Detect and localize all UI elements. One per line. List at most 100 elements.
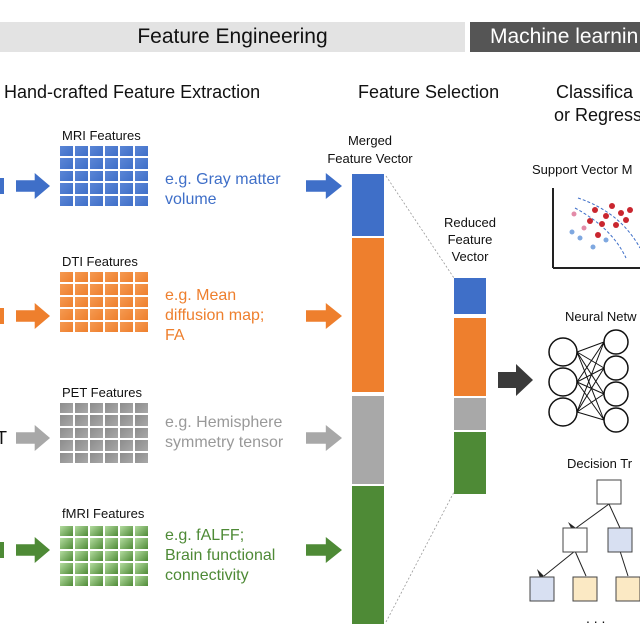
fmri-grid-cell <box>135 538 148 549</box>
dti-feature-grid <box>60 272 148 332</box>
mri-feature-grid <box>60 146 148 206</box>
selection-heading: Feature Selection <box>358 82 500 102</box>
dti-grid-cell <box>105 284 118 295</box>
fmri-feature-grid <box>60 526 148 586</box>
dti-grid-cell <box>105 296 118 308</box>
extraction-heading: Hand-crafted Feature Extraction <box>4 82 261 102</box>
dti-input-arrow-icon <box>16 303 50 334</box>
decision-tree-icon <box>529 479 640 602</box>
dti-grid-cell <box>120 284 133 295</box>
dti-example-line: diffusion map; <box>165 307 265 324</box>
dti-grid-cell <box>135 272 148 283</box>
fmri-input-arrow-icon <box>16 537 50 568</box>
feature-engineering-banner: Feature Engineering <box>0 22 465 52</box>
dti-grid-cell <box>75 272 88 283</box>
fmri-grid-cell <box>60 526 73 537</box>
nn-connection <box>576 381 605 395</box>
dti-merged-segment <box>352 238 384 392</box>
mri-features-title: MRI Features <box>62 128 141 143</box>
dti-grid-cell <box>75 296 88 308</box>
fmri-grid-cell <box>90 563 103 574</box>
fmri-grid-cell <box>90 575 103 586</box>
mri-grid-cell <box>75 170 88 182</box>
dti-grid-cell <box>120 272 133 283</box>
fmri-grid-cell <box>135 526 148 537</box>
fmri-source-stub <box>0 542 4 558</box>
dti-grid-cell <box>135 296 148 308</box>
pet-output-arrow-icon <box>306 425 342 456</box>
nn-connection <box>576 341 605 383</box>
pet-grid-cell <box>105 452 118 463</box>
pet-grid-cell <box>120 415 133 426</box>
mri-grid-cell <box>90 195 103 206</box>
fmri-grid-cell <box>90 550 103 562</box>
mri-grid-cell <box>90 158 103 169</box>
pet-input-arrow-icon <box>16 425 50 456</box>
pet-grid-cell <box>90 452 103 463</box>
mri-grid-cell <box>135 195 148 206</box>
dti-grid-cell <box>60 284 73 295</box>
pet-merged-segment <box>352 396 384 484</box>
dti-example-line: FA <box>165 327 185 344</box>
pet-grid-cell <box>60 440 73 451</box>
merged-vector-label: Merged Feature Vector <box>300 132 440 168</box>
pet-grid-cell <box>135 452 148 463</box>
fmri-grid-cell <box>135 550 148 562</box>
dti-grid-cell <box>135 284 148 295</box>
mri-merged-segment <box>352 174 384 236</box>
mri-input-arrow-icon <box>16 173 50 204</box>
fmri-example-line: connectivity <box>165 567 249 584</box>
reduced-vector-label: Reduced Feature Vector <box>420 214 520 265</box>
dti-grid-cell <box>105 272 118 283</box>
dti-grid-cell <box>105 309 118 320</box>
dti-example-line: e.g. Mean <box>165 287 237 304</box>
pet-example-text: e.g. Hemisphere symmetry tensor <box>165 413 283 453</box>
mri-grid-cell <box>60 170 73 182</box>
nn-connection <box>576 351 605 421</box>
nn-node <box>603 407 629 433</box>
dti-output-arrow-icon <box>306 303 342 334</box>
dti-grid-cell <box>90 272 103 283</box>
pet-grid-cell <box>135 440 148 451</box>
mri-grid-cell <box>75 195 88 206</box>
mri-grid-cell <box>60 146 73 157</box>
dti-grid-cell <box>75 284 88 295</box>
classification-heading-line1: Classifica <box>556 82 634 102</box>
pet-grid-cell <box>135 427 148 439</box>
mri-grid-cell <box>135 146 148 157</box>
fmri-grid-cell <box>75 563 88 574</box>
nn-connection <box>576 351 605 369</box>
fmri-grid-cell <box>120 526 133 537</box>
machine-learning-banner: Machine learnin <box>470 22 640 52</box>
pet-grid-cell <box>135 403 148 414</box>
mri-source-stub <box>0 178 4 194</box>
fmri-grid-cell <box>75 550 88 562</box>
pet-grid-cell <box>105 427 118 439</box>
pet-grid-cell <box>75 440 88 451</box>
ellipsis: . . . <box>586 610 606 626</box>
fmri-grid-cell <box>60 538 73 549</box>
nn-connection <box>576 393 605 413</box>
pet-example-line: e.g. Hemisphere <box>165 414 283 431</box>
fmri-example-line: Brain functional <box>165 547 276 564</box>
fmri-grid-cell <box>120 550 133 562</box>
dti-source-stub <box>0 308 4 324</box>
pet-grid-cell <box>60 427 73 439</box>
mri-example-line: e.g. Gray matter <box>165 171 281 188</box>
fmri-grid-cell <box>75 575 88 586</box>
fmri-grid-cell <box>135 563 148 574</box>
pet-example-line: symmetry tensor <box>165 434 284 451</box>
decision-tree-label: Decision Tr <box>567 456 633 471</box>
fmri-grid-cell <box>105 538 118 549</box>
nn-node <box>548 337 578 367</box>
dti-grid-cell <box>105 321 118 332</box>
pet-reduced-segment <box>454 398 486 430</box>
dti-reduced-segment <box>454 318 486 396</box>
dti-grid-cell <box>60 309 73 320</box>
fmri-grid-cell <box>90 538 103 549</box>
machine-learning-title: Machine learnin <box>490 25 639 48</box>
fmri-merged-segment <box>352 486 384 624</box>
